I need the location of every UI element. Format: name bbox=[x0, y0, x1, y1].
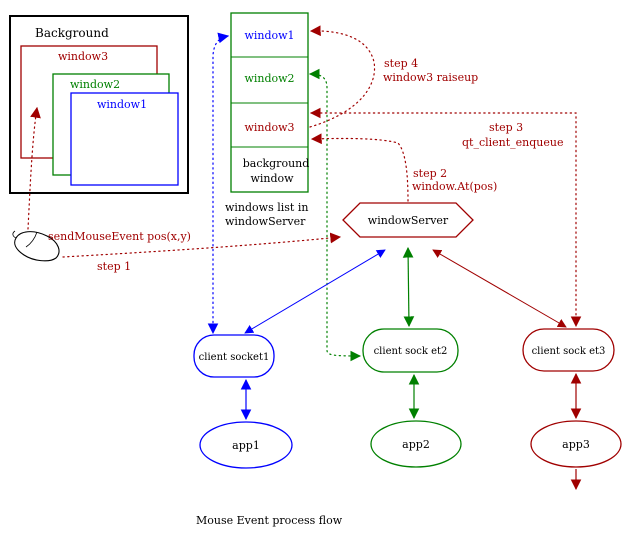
step2-detail: window.At(pos) bbox=[412, 180, 497, 193]
app3-node bbox=[530, 420, 622, 468]
client-socket2-node bbox=[362, 328, 459, 373]
app2-label: app2 bbox=[402, 438, 430, 451]
send-mouse-event-label: sendMouseEvent pos(x,y) bbox=[48, 230, 191, 243]
app2-node bbox=[370, 420, 462, 468]
diagram-caption: Mouse Event process flow bbox=[196, 514, 343, 527]
edges bbox=[27, 25, 582, 491]
edge-mouse-to-server bbox=[62, 232, 342, 258]
step2-label: step 2 bbox=[413, 167, 447, 180]
step3-label: step 3 bbox=[489, 121, 523, 134]
window-list-caption-2: windowServer bbox=[225, 215, 306, 228]
app1-node bbox=[199, 421, 293, 469]
step3-detail: qt_client_enqueue bbox=[462, 136, 564, 149]
edge-server-socket1 bbox=[244, 249, 386, 334]
edge-mouse-to-screen bbox=[27, 106, 41, 230]
client-socket1-node bbox=[193, 334, 275, 378]
step4-label: step 4 bbox=[384, 57, 418, 70]
list-item-window3: window3 bbox=[244, 121, 294, 134]
edge-server-to-window3 bbox=[310, 133, 409, 202]
edge-window2-to-socket2 bbox=[308, 68, 362, 362]
mouse-icon bbox=[12, 230, 60, 262]
client-socket2-label: client sock et2 bbox=[374, 346, 448, 357]
list-item-window2: window2 bbox=[244, 72, 294, 85]
screen-window1-label: window1 bbox=[97, 98, 147, 111]
edge-window1-to-socket1 bbox=[207, 32, 230, 335]
window-list: window1 window2 window3 background windo… bbox=[230, 12, 310, 193]
screen-title: Background bbox=[35, 26, 109, 40]
client-socket1-label: client socket1 bbox=[199, 352, 270, 363]
window-server-label: windowServer bbox=[368, 214, 449, 227]
screen-window1 bbox=[70, 92, 179, 186]
window-list-caption-1: windows list in bbox=[225, 201, 308, 214]
app3-label: app3 bbox=[562, 438, 590, 451]
step4-detail: window3 raiseup bbox=[383, 71, 478, 84]
edge-server-socket3 bbox=[432, 249, 567, 328]
step1-label: step 1 bbox=[97, 260, 131, 273]
client-socket3-label: client sock et3 bbox=[532, 346, 606, 357]
list-item-background-window: window bbox=[250, 172, 294, 185]
list-item-window1: window1 bbox=[244, 29, 294, 42]
app1-label: app1 bbox=[232, 439, 260, 452]
list-item-background: background bbox=[243, 157, 310, 170]
screen-window2-label: window2 bbox=[70, 78, 120, 91]
client-socket3-node bbox=[522, 328, 615, 372]
edge-window3-to-socket3 bbox=[309, 107, 582, 328]
screen-frame: Background window3 window2 window1 bbox=[9, 15, 189, 194]
screen-window3-label: window3 bbox=[58, 50, 108, 63]
edge-server-socket2 bbox=[402, 246, 415, 328]
